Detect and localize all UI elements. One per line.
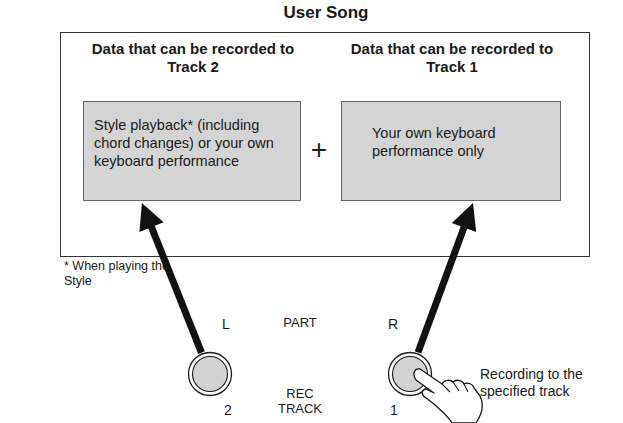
track-content: Your own keyboard performance only [342,124,562,160]
track-number: 2 [224,402,244,418]
track-heading: Data that can be recorded to Track 2 [72,40,314,76]
track-number: 1 [390,402,410,418]
part-button: L2 [188,352,232,396]
part-label: PART [270,315,330,330]
track-heading: Data that can be recorded to Track 1 [332,40,572,76]
track-content: Style playback* (including chord changes… [84,116,302,170]
part-letter: L [222,316,242,332]
track-box: Data that can be recorded to Track 1Your… [341,101,561,201]
button-outline [188,352,232,396]
track-box: Data that can be recorded to Track 2Styl… [83,101,301,201]
plus-sign: + [306,134,332,166]
part-letter: R [388,316,408,332]
song-heading: User Song [61,3,591,23]
footnote: * When playing the Style [64,259,174,289]
rec-track-label: REC TRACK [272,386,328,416]
callout-note: Recording to the specified track [480,366,610,400]
